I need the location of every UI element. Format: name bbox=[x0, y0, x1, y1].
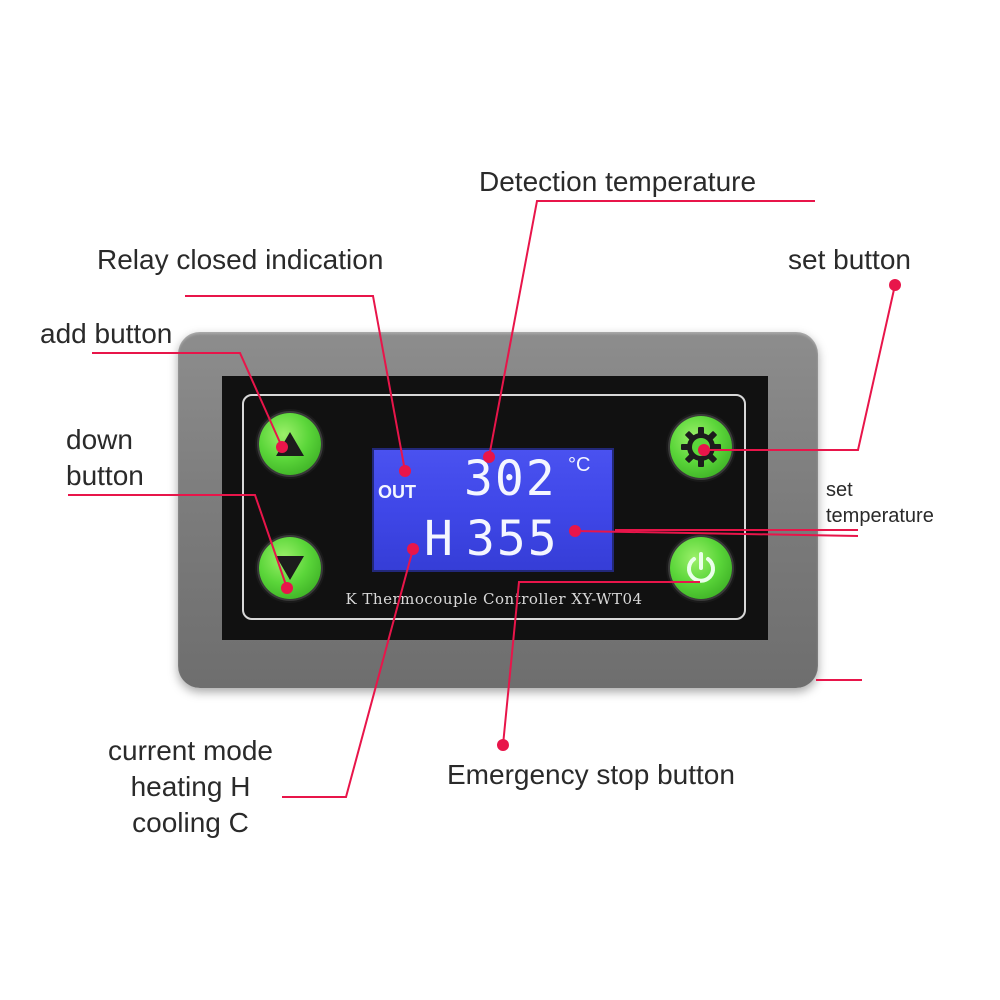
callout-line-add-button bbox=[92, 352, 283, 448]
emergency-stop-button[interactable] bbox=[670, 537, 732, 599]
callout-dot-set-button bbox=[889, 279, 901, 291]
label-current-mode-line1: current mode bbox=[108, 735, 273, 766]
callout-dot-current-mode bbox=[407, 543, 419, 555]
callout-line-current-mode bbox=[282, 548, 414, 798]
callout-dot-emergency-stop bbox=[497, 739, 509, 751]
label-current-mode: current mode heating H cooling C bbox=[88, 733, 293, 841]
callout-dot-detection-temperature bbox=[483, 451, 495, 463]
label-current-mode-line2: heating H bbox=[130, 771, 251, 802]
label-relay-closed-indication: Relay closed indication bbox=[97, 244, 384, 275]
callout-line-set-button bbox=[704, 284, 896, 451]
label-add-button: add button bbox=[40, 318, 173, 349]
temperature-unit: °C bbox=[568, 454, 591, 476]
add-button[interactable] bbox=[259, 413, 321, 475]
label-detection-temperature: Detection temperature bbox=[479, 166, 757, 197]
triangle-down-icon bbox=[276, 556, 304, 580]
label-emergency-stop-button: Emergency stop button bbox=[447, 759, 735, 790]
callout-dot-down-button bbox=[281, 582, 293, 594]
callout-dot-set-temperature bbox=[569, 525, 581, 537]
relay-out-indicator: OUT bbox=[378, 482, 416, 502]
callout-line-emergency-stop bbox=[502, 581, 700, 746]
label-down-line2: button bbox=[66, 460, 144, 491]
label-set-temperature-line1: set bbox=[826, 479, 853, 501]
panel-frame bbox=[242, 394, 746, 620]
label-down-line1: down bbox=[66, 424, 133, 455]
label-set-button: set button bbox=[788, 244, 911, 275]
callout-dot-relay-closed-indication bbox=[399, 465, 411, 477]
callout-line-down-button bbox=[68, 494, 288, 589]
mode-indicator: H bbox=[424, 511, 453, 567]
callout-dot-add-button bbox=[276, 441, 288, 453]
label-set-temperature: set temperature bbox=[826, 477, 934, 529]
set-temperature-value: 355 bbox=[466, 511, 559, 567]
label-set-temperature-line2: temperature bbox=[826, 505, 934, 527]
callout-line-relay-closed-indication bbox=[185, 295, 406, 472]
callout-dot-set-button-target bbox=[698, 444, 710, 456]
label-current-mode-line3: cooling C bbox=[132, 807, 249, 838]
detected-temperature-value: 302 bbox=[464, 451, 557, 507]
callout-line-set-temperature bbox=[574, 530, 859, 537]
power-icon bbox=[687, 552, 715, 583]
label-down-button: down button bbox=[66, 422, 144, 494]
callout-line-detection-temperature bbox=[488, 200, 815, 458]
controller-model-name: K Thermocouple Controller XY-WT04 bbox=[345, 590, 643, 608]
